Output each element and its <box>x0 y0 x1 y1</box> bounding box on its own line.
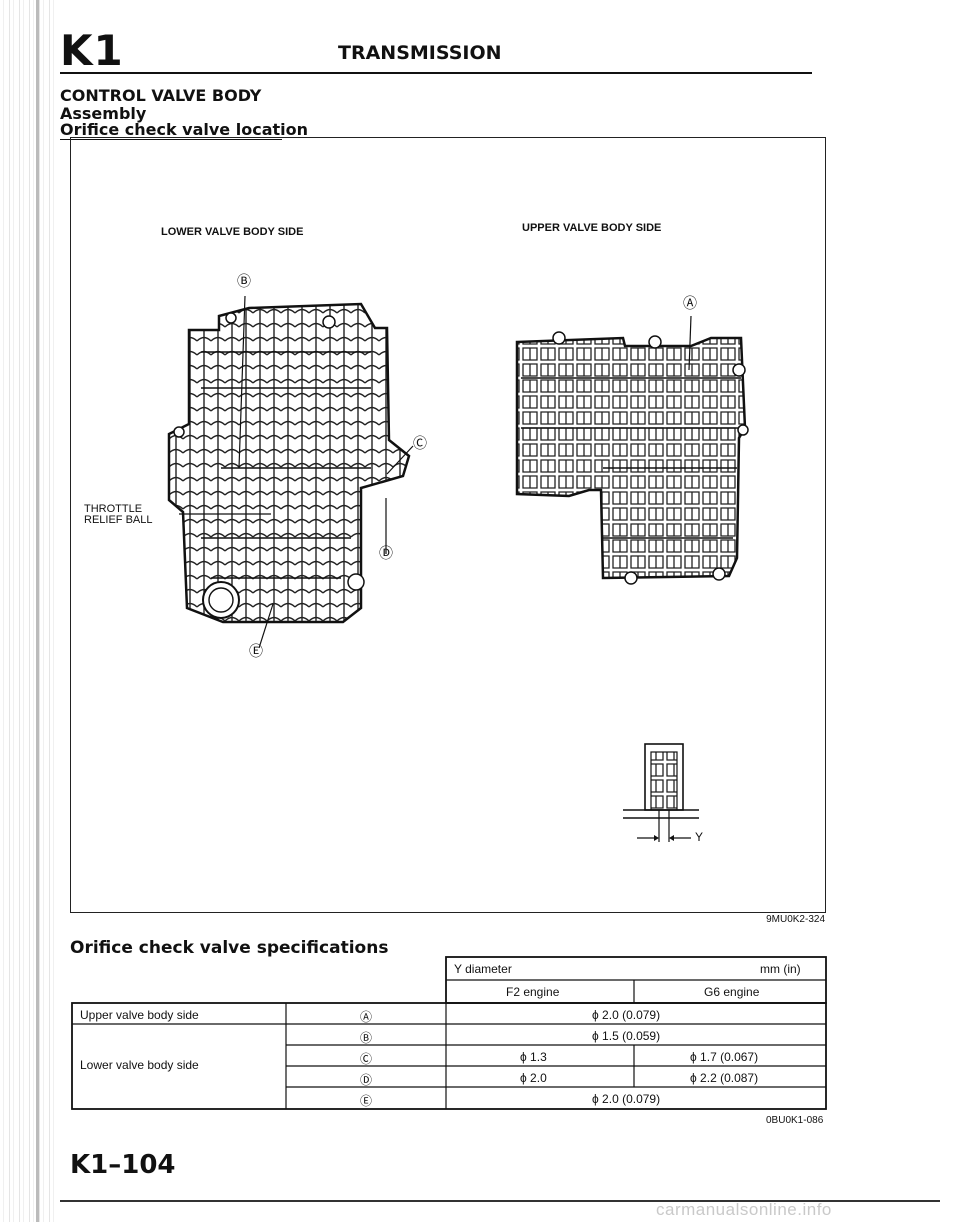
upper-valve-body-label: UPPER VALVE BODY SIDE <box>522 222 662 234</box>
throttle-relief-ball-label: THROTTLE RELIEF BALL <box>84 504 152 526</box>
page-title: TRANSMISSION <box>338 42 502 64</box>
row-d-mark: Ⓓ <box>360 1073 373 1087</box>
spec-table-grid <box>71 956 827 1110</box>
unit-header: mm (in) <box>760 962 801 976</box>
row-d-g6-value: ϕ 2.2 (0.087) <box>690 1071 759 1085</box>
row-c-mark: Ⓒ <box>360 1052 373 1066</box>
callout-c: Ⓒ <box>413 435 427 451</box>
lower-valve-body-label: LOWER VALVE BODY SIDE <box>161 226 304 238</box>
throttle-label-line2: RELIEF BALL <box>84 514 153 526</box>
f2-engine-header: F2 engine <box>506 985 560 999</box>
page-number: K1–104 <box>70 1150 176 1180</box>
callout-a: Ⓐ <box>683 295 697 311</box>
callout-e: Ⓔ <box>249 643 263 659</box>
row-e-mark: Ⓔ <box>360 1094 373 1108</box>
throttle-label-line1: THROTTLE <box>84 503 143 515</box>
row-a-mark: Ⓐ <box>360 1010 373 1024</box>
y-diameter-header: Y diameter <box>454 962 512 976</box>
y-dimension-label: Y <box>695 830 704 844</box>
lower-side-label: Lower valve body side <box>80 1058 199 1072</box>
spec-section-title: Orifice check valve specifications <box>70 938 389 958</box>
row-d-f2-value: ϕ 2.0 <box>520 1071 547 1085</box>
callout-leaders <box>179 295 692 649</box>
watermark: carmanualsonline.info <box>656 1200 832 1219</box>
row-c-g6-value: ϕ 1.7 (0.067) <box>690 1050 759 1064</box>
scan-edge-artifact <box>0 0 58 1222</box>
spec-table: Y diameter mm (in) F2 engine G6 engine U… <box>70 956 830 1112</box>
binder-line <box>36 0 39 1222</box>
orifice-check-valve-detail <box>623 743 699 842</box>
section-code: K1 <box>60 26 124 75</box>
row-a-value: ϕ 2.0 (0.079) <box>592 1008 661 1022</box>
section-topic: Orifice check valve location <box>60 120 308 139</box>
section-subtitle: Assembly <box>60 104 147 123</box>
table-code: 0BU0K1-086 <box>766 1115 824 1126</box>
valve-body-figure: LOWER VALVE BODY SIDE UPPER VALVE BODY S… <box>70 137 826 925</box>
row-e-value: ϕ 2.0 (0.079) <box>592 1092 661 1106</box>
upper-valve-body-plate <box>515 331 749 585</box>
row-c-f2-value: ϕ 1.3 <box>520 1050 547 1064</box>
figure-code: 9MU0K2-324 <box>766 914 825 925</box>
callout-d: Ⓓ <box>379 545 393 561</box>
upper-side-label: Upper valve body side <box>80 1008 199 1022</box>
section-title: CONTROL VALVE BODY <box>60 86 262 105</box>
footer-rule <box>60 1200 940 1202</box>
g6-engine-header: G6 engine <box>704 985 760 999</box>
section-rule <box>60 139 282 140</box>
callout-b: Ⓑ <box>237 273 251 289</box>
row-b-mark: Ⓑ <box>360 1031 373 1045</box>
row-b-value: ϕ 1.5 (0.059) <box>592 1029 661 1043</box>
valve-body-diagram <box>167 295 749 842</box>
header-rule <box>60 72 812 74</box>
lower-valve-body-plate <box>167 302 411 624</box>
